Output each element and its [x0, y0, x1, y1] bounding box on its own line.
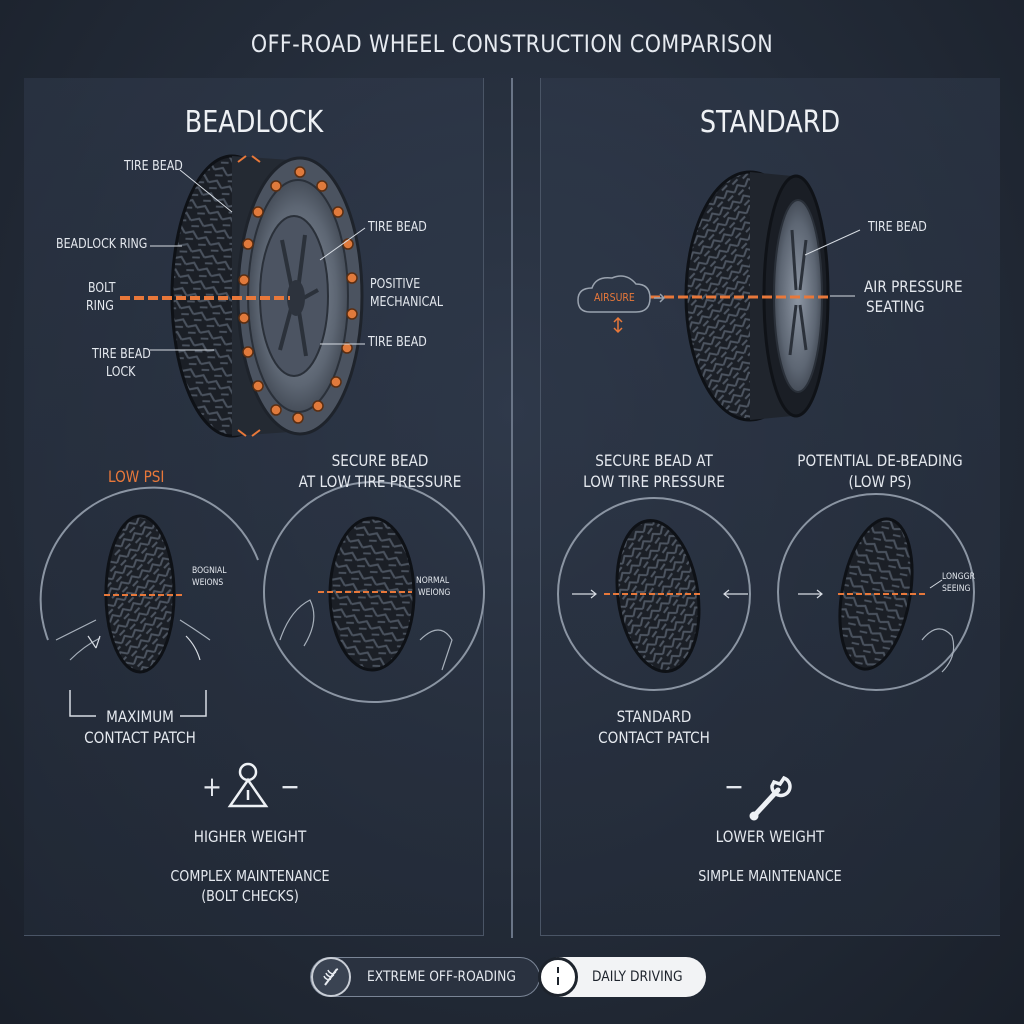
- beadlock-heading: BEADLOCK: [184, 105, 324, 140]
- page-title: OFF-ROAD WHEEL CONSTRUCTION COMPARISON: [250, 30, 774, 58]
- beadlock-bolts: [238, 166, 358, 424]
- secure-bead-label-1: SECURE BEAD: [331, 451, 429, 470]
- secure-bead-circle: [263, 481, 485, 703]
- air-cloud-icon: [577, 275, 651, 313]
- low-psi-label: LOW PSI: [108, 467, 165, 486]
- label-tire-bead-lock: TIRE BEAD: [92, 347, 151, 362]
- daily-driving-label: DAILY DRIVING: [592, 969, 683, 985]
- circle2-note-2: WEIONG: [418, 588, 451, 598]
- circle1-note-1: BOGNIAL: [192, 566, 227, 576]
- label-tire-bead-standard: TIRE BEAD: [868, 220, 927, 235]
- right-circle-note-1: LONGGR: [942, 572, 975, 582]
- right-secure-2: LOW TIRE PRESSURE: [583, 472, 725, 491]
- label-tire-bead-top: TIRE BEAD: [124, 159, 183, 174]
- lower-weight-minus: −: [724, 770, 744, 803]
- label-beadlock-ring: BEADLOCK RING: [56, 237, 148, 252]
- weight-minus: −: [280, 770, 300, 803]
- lower-weight-label: LOWER WEIGHT: [715, 827, 825, 846]
- debeading-1: POTENTIAL DE-BEADING: [797, 451, 963, 470]
- daily-driving-pill: DAILY DRIVING: [538, 957, 706, 997]
- label-air-pressure: AIR PRESSURE: [864, 277, 963, 296]
- max-contact-label-2: CONTACT PATCH: [84, 728, 196, 747]
- label-tire-bead-right: TIRE BEAD: [368, 220, 427, 235]
- higher-weight-label: HIGHER WEIGHT: [193, 827, 307, 846]
- label-lock: LOCK: [106, 365, 136, 380]
- extreme-offroading-pill: EXTREME OFF-ROADING: [310, 957, 540, 997]
- debeading-circle: [777, 493, 975, 691]
- label-ring: RING: [86, 299, 114, 314]
- standard-contact-2: CONTACT PATCH: [598, 728, 710, 747]
- road-icon: [538, 957, 578, 997]
- right-secure-circle: [557, 497, 751, 691]
- wheat-icon: [311, 957, 351, 997]
- right-circle-note-2: SEEING: [942, 584, 971, 594]
- center-divider: [511, 78, 513, 938]
- low-psi-circle: [39, 486, 259, 641]
- secure-bead-label-2: AT LOW TIRE PRESSURE: [298, 472, 462, 491]
- circle1-note-2: WEIONS: [192, 578, 224, 588]
- simple-maintenance: SIMPLE MAINTENANCE: [698, 867, 842, 885]
- label-positive: POSITIVE: [370, 277, 421, 292]
- debeading-2: (LOW PS): [848, 472, 912, 491]
- max-contact-label-1: MAXIMUM: [106, 707, 174, 726]
- standard-heading: STANDARD: [699, 105, 841, 140]
- label-tire-bead-lower: TIRE BEAD: [368, 335, 427, 350]
- weight-icon: [227, 777, 269, 808]
- complex-maintenance-2: (BOLT CHECKS): [201, 887, 299, 905]
- label-mechanical: MECHANICAL: [370, 295, 444, 310]
- wrench-icon: [749, 775, 792, 821]
- weight-plus: +: [202, 770, 222, 803]
- label-bolt: BOLT: [88, 281, 116, 296]
- complex-maintenance-1: COMPLEX MAINTENANCE: [170, 867, 330, 885]
- label-seating: SEATING: [866, 297, 925, 316]
- extreme-offroading-label: EXTREME OFF-ROADING: [367, 969, 516, 985]
- label-airsure: AIRSURE: [594, 291, 635, 304]
- right-secure-1: SECURE BEAD AT: [595, 451, 713, 470]
- standard-contact-1: STANDARD: [616, 707, 692, 726]
- circle2-note-1: NORMAL: [416, 576, 450, 586]
